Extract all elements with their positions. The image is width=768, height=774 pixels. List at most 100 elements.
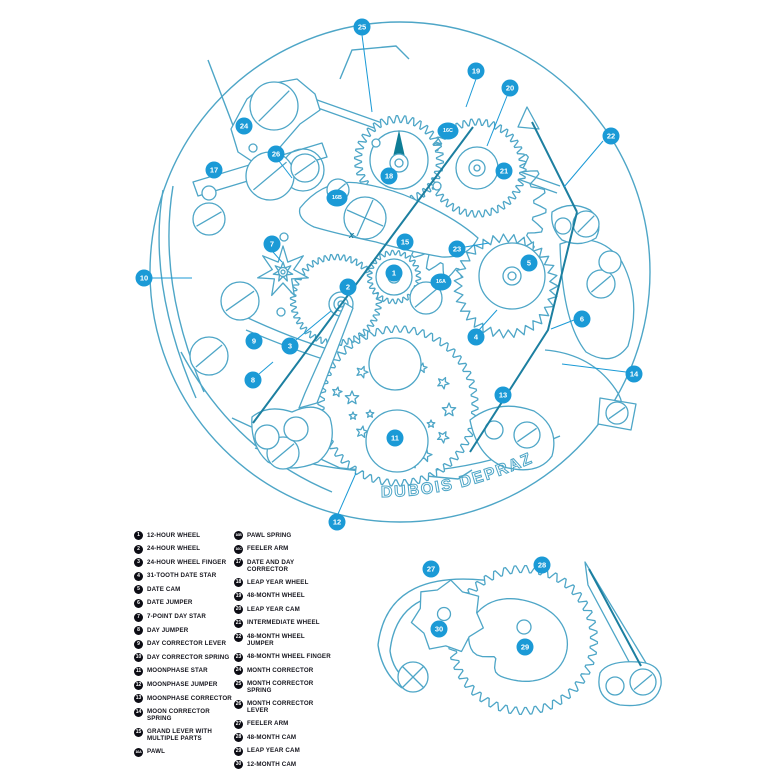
callout-3: 3 [281, 337, 299, 355]
legend-label: DAY CORRECTOR SPRING [147, 653, 230, 661]
moon-disc-star [356, 365, 369, 379]
legend-number-badge: 24 [234, 666, 243, 676]
leader-line [561, 363, 627, 373]
legend-label: LEAP YEAR CAM [247, 747, 300, 755]
legend-number-badge: 13 [134, 694, 143, 704]
legend-label: MOONPHASE STAR [147, 667, 208, 675]
48-month-wheel-jumper-beak [517, 106, 540, 130]
callout-number: 17 [210, 166, 218, 175]
hole [248, 143, 258, 153]
legend-label: 24-HOUR WHEEL FINGER [147, 558, 227, 566]
leader-line [258, 361, 274, 375]
legend-item: 30 12-MONTH CAM [234, 760, 333, 770]
screw [513, 421, 541, 449]
legend-number-badge: 30 [234, 760, 243, 770]
right-bridge [559, 239, 635, 360]
leader-line [337, 472, 357, 515]
legend-item: 28 48-MONTH CAM [234, 733, 333, 743]
screw [220, 281, 260, 321]
legend-label: 12-MONTH CAM [247, 760, 297, 768]
legend-number-badge: 25 [234, 679, 243, 689]
legend-number-badge: 20 [234, 605, 243, 615]
callout-number: 24 [240, 122, 249, 131]
callout-number: 19 [472, 67, 480, 76]
legend-label: INTERMEDIATE WHEEL [247, 619, 320, 627]
moon-disc-star [436, 431, 450, 444]
dark-levers [252, 121, 578, 453]
callout-26: 26 [267, 145, 285, 163]
legend-item: 11 MOONPHASE STAR [134, 666, 233, 676]
callout-21: 21 [495, 162, 513, 180]
callout-number: 29 [521, 643, 529, 652]
legend-number-badge: 10 [134, 653, 143, 663]
legend-number-badge: 22 [234, 632, 243, 642]
legend-label: DAY CORRECTOR LEVER [147, 640, 227, 648]
callout-2: 2 [339, 278, 357, 296]
callout-number: 4 [474, 333, 479, 342]
moon-disc-star [356, 425, 369, 439]
moon-disc-star [332, 386, 343, 398]
legend-number-badge: 4 [134, 571, 143, 581]
moon-disc-star [348, 411, 358, 420]
legend-label: MONTH CORRECTOR SPRING [247, 680, 314, 695]
legend-number-badge: 19 [234, 591, 243, 601]
legend-label: FEELER ARM [247, 720, 289, 728]
screws [189, 81, 629, 470]
legend-label: MONTH CORRECTOR [247, 666, 314, 674]
callout-number: 16A [436, 279, 446, 285]
callout-20: 20 [501, 79, 519, 97]
hole [554, 217, 572, 235]
callout-23: 23 [448, 240, 466, 258]
legend-number-badge: 23 [234, 652, 243, 662]
legend-number-badge: 11 [134, 666, 143, 676]
legend-number-badge: 16A [134, 747, 143, 757]
legend-label: GRAND LEVER WITH MULTIPLE PARTS [147, 728, 212, 743]
leap-year-pointer [393, 130, 405, 157]
legend-number-badge: 27 [234, 719, 243, 729]
callout-number: 14 [630, 370, 639, 379]
legend-label: 48-MONTH CAM [247, 733, 297, 741]
callout-22: 22 [602, 127, 620, 145]
callout-17: 17 [205, 161, 223, 179]
legend-label: 7-POINT DAY STAR [147, 613, 207, 621]
cam-wheels [410, 564, 599, 716]
screw [249, 81, 299, 131]
callout-16C: 16C [437, 122, 459, 140]
callout-10: 10 [135, 269, 153, 287]
legend-number-badge: 8 [134, 626, 143, 636]
hole [432, 181, 442, 191]
callout-11: 11 [386, 429, 404, 447]
callout-16B: 16B [326, 189, 348, 207]
cam-screws [605, 668, 657, 696]
leader-lines [152, 34, 627, 515]
legend-number-badge: 17 [234, 558, 243, 568]
callout-29: 29 [516, 638, 534, 656]
legend-number-badge: 28 [234, 733, 243, 743]
callout-number: 20 [506, 84, 514, 93]
callout-4: 4 [467, 328, 485, 346]
leap-year-cam [467, 598, 569, 682]
callout-number: 3 [288, 342, 292, 351]
leader-line [486, 95, 508, 147]
crossed-screw [397, 661, 429, 693]
screw [572, 210, 600, 238]
